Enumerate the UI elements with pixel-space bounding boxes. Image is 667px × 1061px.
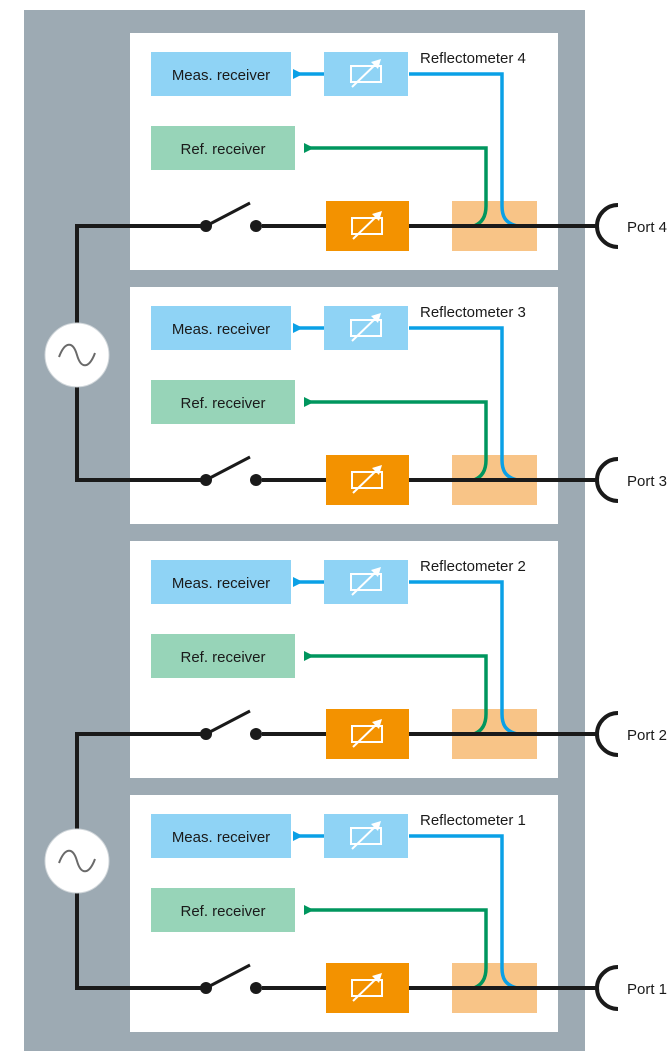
port-label: Port 4 — [627, 219, 667, 236]
reflectometer-title: Reflectometer 3 — [420, 304, 526, 321]
reflectometer-title: Reflectometer 1 — [420, 812, 526, 829]
meas-attenuator-icon-arrow-head — [371, 313, 381, 323]
sine-wave-icon — [58, 849, 96, 873]
main-attenuator-icon-box — [351, 979, 383, 997]
switch-blade — [205, 709, 251, 736]
ref-receiver-box — [151, 126, 295, 170]
switch-contact — [250, 474, 262, 486]
port-connector-icon — [595, 457, 619, 503]
main-attenuator-icon-arrow-head — [372, 719, 382, 729]
meas-receiver-label: Meas. receiver — [172, 321, 270, 338]
switch-blade — [205, 201, 251, 228]
meas-attenuator-icon-box — [350, 319, 382, 337]
port-label: Port 3 — [627, 473, 667, 490]
main-attenuator-icon-arrow-head — [372, 465, 382, 475]
meas-receiver-label: Meas. receiver — [172, 575, 270, 592]
switch-contact — [250, 220, 262, 232]
switch-contact — [250, 982, 262, 994]
reflectometer-title: Reflectometer 4 — [420, 50, 526, 67]
meas-attenuator-icon-box — [350, 65, 382, 83]
ref-receiver-label: Ref. receiver — [180, 649, 265, 666]
meas-receiver-label: Meas. receiver — [172, 67, 270, 84]
sine-wave-icon — [58, 343, 96, 367]
port-connector-icon — [595, 711, 619, 757]
reflectometer-title: Reflectometer 2 — [420, 558, 526, 575]
ref-receiver-box — [151, 634, 295, 678]
port-label: Port 2 — [627, 727, 667, 744]
meas-receiver-box — [151, 52, 291, 96]
meas-attenuator-icon-box — [350, 573, 382, 591]
meas-receiver-box — [151, 306, 291, 350]
main-attenuator-icon-arrow-head — [372, 973, 382, 983]
main-attenuator-icon-box — [351, 217, 383, 235]
meas-attenuator-icon-arrow-head — [371, 567, 381, 577]
switch-blade — [205, 963, 251, 990]
meas-attenuator-icon-box — [350, 827, 382, 845]
ref-receiver-label: Ref. receiver — [180, 141, 265, 158]
main-attenuator-icon-arrow-head — [372, 211, 382, 221]
meas-receiver-label: Meas. receiver — [172, 829, 270, 846]
meas-receiver-box — [151, 814, 291, 858]
switch-contact — [250, 728, 262, 740]
port-label: Port 1 — [627, 981, 667, 998]
ref-receiver-box — [151, 380, 295, 424]
ref-receiver-label: Ref. receiver — [180, 903, 265, 920]
meas-attenuator-icon-arrow-head — [371, 821, 381, 831]
main-attenuator-icon-box — [351, 471, 383, 489]
meas-receiver-box — [151, 560, 291, 604]
ref-receiver-label: Ref. receiver — [180, 395, 265, 412]
port-connector-icon — [595, 203, 619, 249]
meas-attenuator-icon-arrow-head — [371, 59, 381, 69]
port-connector-icon — [595, 965, 619, 1011]
ref-receiver-box — [151, 888, 295, 932]
switch-blade — [205, 455, 251, 482]
main-attenuator-icon-box — [351, 725, 383, 743]
